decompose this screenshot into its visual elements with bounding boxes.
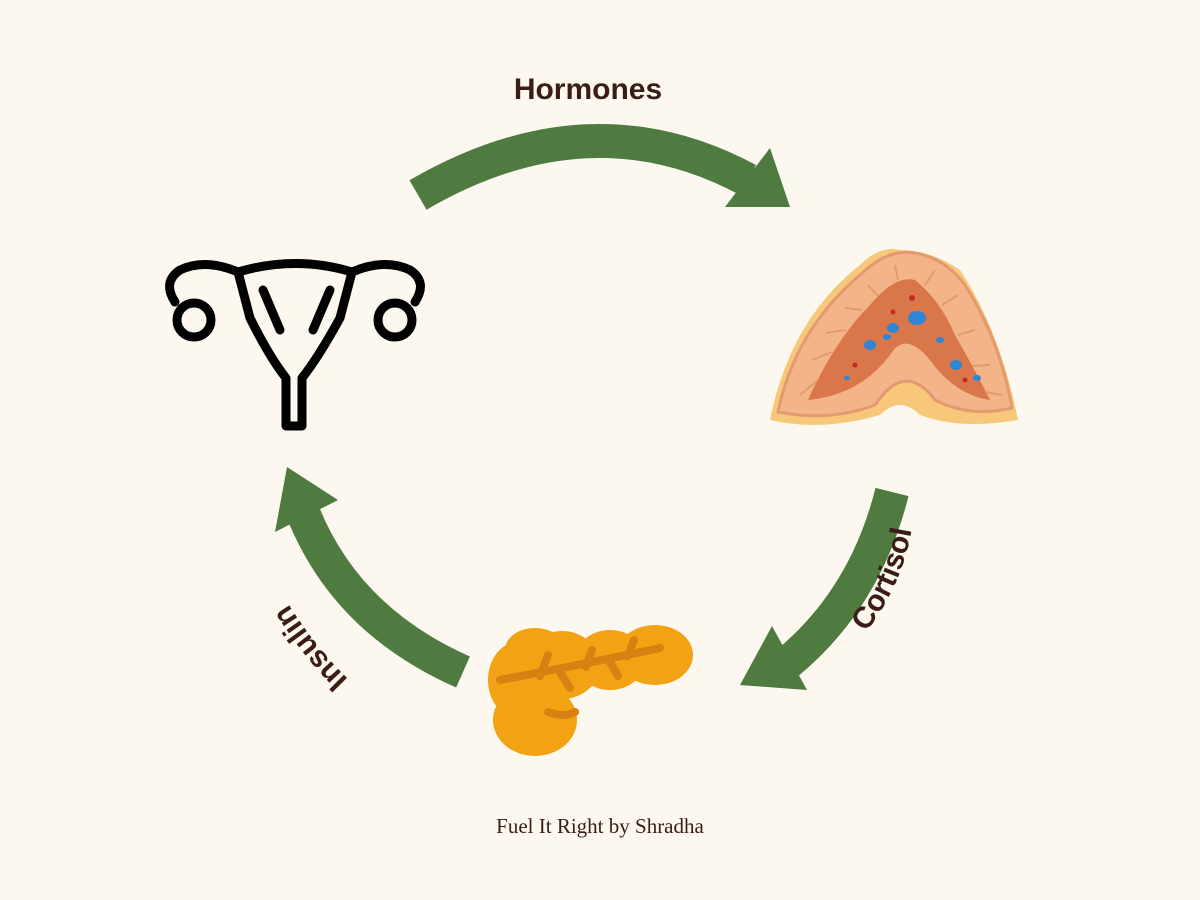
uterus-icon <box>165 259 425 431</box>
adrenal-gland-icon <box>770 249 1018 425</box>
label-left: Insulin <box>266 600 353 698</box>
label-top: Hormones <box>514 73 662 106</box>
footer-credit: Fuel It Right by Shradha <box>496 814 704 838</box>
arrow-top <box>409 123 790 210</box>
arrow-right <box>740 487 909 690</box>
pancreas-icon <box>488 625 693 756</box>
arrow-left <box>275 467 470 688</box>
